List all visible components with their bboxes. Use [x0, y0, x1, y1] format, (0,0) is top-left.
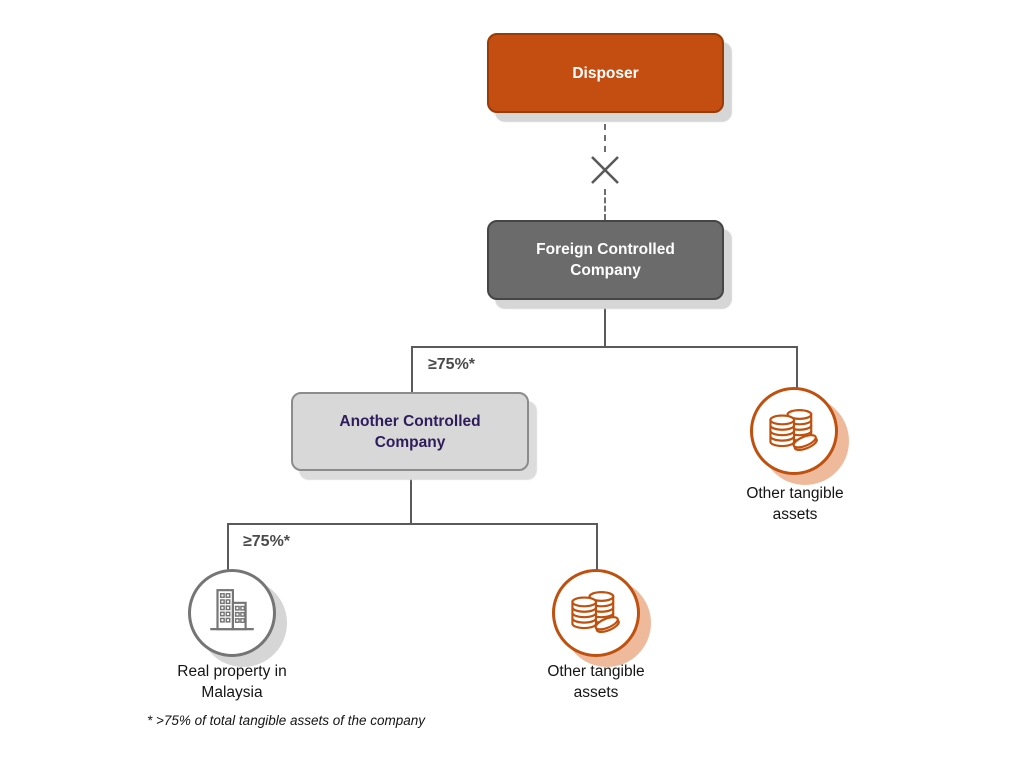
edge-label-75-bottom: ≥75%* [243, 533, 291, 550]
cross-icon [587, 152, 623, 188]
connector-dashed-top [604, 113, 606, 152]
connector-to-real-property [227, 523, 229, 571]
node-another-controlled-company-label: Another Controlled Company [339, 412, 481, 451]
coins-icon [765, 400, 823, 463]
connector-to-acc [411, 346, 413, 393]
real-property-node [188, 569, 276, 657]
node-disposer: Disposer [487, 33, 724, 113]
footnote: * >75% of total tangible assets of the c… [147, 713, 426, 728]
other-tangible-assets-bottom-node [552, 569, 640, 657]
connector-dashed-bottom [604, 189, 606, 220]
coins-icon [567, 582, 625, 645]
other-tangible-assets-bottom-label: Other tangible assets [547, 663, 645, 701]
connector-acc-down [410, 470, 412, 524]
connector-to-assets-bottom [596, 523, 598, 571]
connector-to-assets-right [796, 346, 798, 390]
node-foreign-controlled-company-label: Foreign Controlled Company [536, 241, 675, 279]
real-property-label: Real property in Malaysia [177, 663, 287, 701]
edge-label-75-top: ≥75%* [428, 356, 476, 373]
other-tangible-assets-right-node [750, 387, 838, 475]
node-disposer-label: Disposer [572, 64, 639, 82]
connector-fcc-down [604, 299, 606, 347]
node-another-controlled-company: Another Controlled Company [291, 392, 529, 471]
other-tangible-assets-right-label: Other tangible assets [746, 485, 844, 523]
connector-fcc-horizontal [411, 346, 798, 348]
connector-acc-horizontal [227, 523, 598, 525]
building-icon [203, 582, 261, 645]
node-foreign-controlled-company: Foreign Controlled Company [487, 220, 724, 300]
